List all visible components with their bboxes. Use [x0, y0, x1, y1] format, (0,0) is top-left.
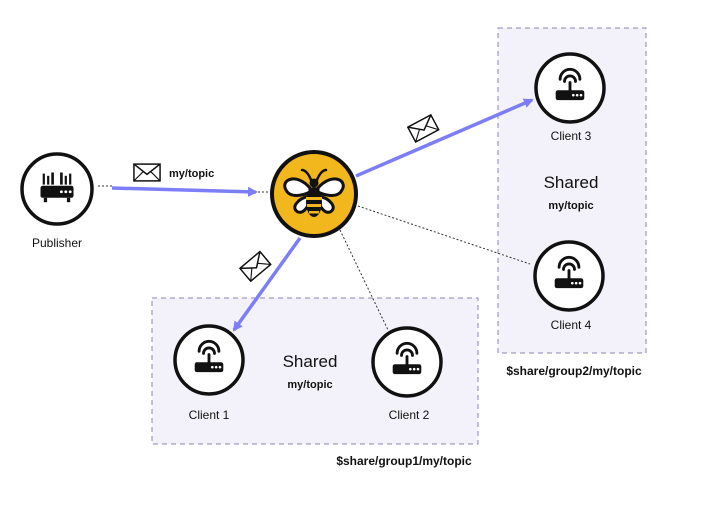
group1-caption: $share/group1/my/topic [336, 454, 472, 468]
envelope-icon [133, 163, 161, 182]
group2-shared-title: Shared [543, 173, 599, 192]
client-3-label: Client 3 [550, 129, 592, 143]
dotted-link-client2 [339, 229, 389, 331]
publisher-node [20, 152, 94, 226]
envelope-icon [406, 114, 440, 143]
client-4-node [533, 240, 605, 312]
broker-node [270, 150, 358, 238]
group1-shared-title: Shared [282, 352, 338, 371]
publisher-label: Publisher [31, 236, 83, 250]
group1-shared-topic: my/topic [287, 379, 333, 391]
envelope-icon [239, 250, 272, 282]
arrow-broker-to-client3 [355, 98, 534, 178]
client-4-label: Client 4 [550, 318, 592, 332]
client-1-label: Client 1 [188, 408, 230, 422]
client-2-label: Client 2 [388, 408, 430, 422]
publisher-topic-label: my/topic [169, 168, 215, 180]
client-3-node [534, 52, 606, 124]
client-2-node [371, 326, 443, 398]
arrow-publisher-to-broker [111, 186, 258, 197]
group2-shared-topic: my/topic [548, 200, 594, 212]
bee-logo-icon [283, 168, 345, 217]
client-1-node [173, 324, 245, 396]
arrow-broker-to-client1 [232, 236, 302, 332]
group2-caption: $share/group2/my/topic [506, 364, 642, 378]
